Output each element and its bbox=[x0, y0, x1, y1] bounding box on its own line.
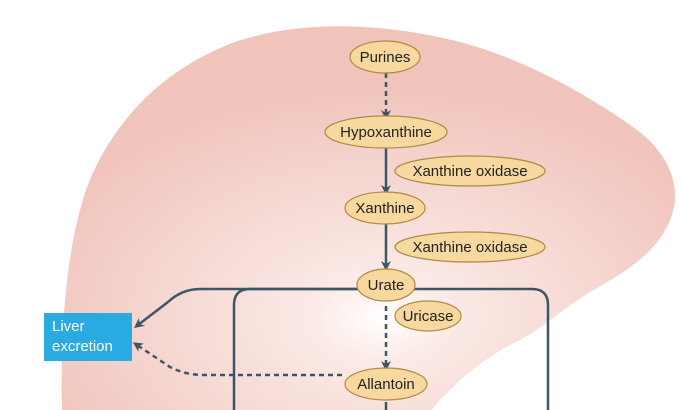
enzyme-uricase: Uricase bbox=[394, 300, 462, 332]
enzyme-xanthine-oxidase-2-label: Xanthine oxidase bbox=[412, 239, 527, 256]
node-urate: Urate bbox=[356, 268, 416, 302]
liver-excretion-line1: Liver bbox=[52, 318, 85, 335]
enzyme-xanthine-oxidase-2: Xanthine oxidase bbox=[394, 231, 546, 263]
node-purines-label: Purines bbox=[360, 49, 411, 66]
connector-right-loop bbox=[414, 287, 550, 410]
node-allantoin: Allantoin bbox=[344, 367, 428, 401]
node-hypoxanthine: Hypoxanthine bbox=[324, 115, 448, 149]
liver-excretion-label: Liver excretion bbox=[44, 313, 132, 361]
enzyme-uricase-label: Uricase bbox=[403, 308, 454, 325]
node-allantoin-label: Allantoin bbox=[357, 376, 415, 393]
node-purines: Purines bbox=[349, 40, 421, 74]
node-urate-label: Urate bbox=[368, 277, 405, 294]
node-xanthine-label: Xanthine bbox=[355, 200, 414, 217]
arrow-urate-excretion bbox=[134, 287, 358, 329]
liver-excretion-box bbox=[44, 313, 132, 361]
arrow-allantoin-excretion bbox=[132, 342, 342, 377]
enzyme-xanthine-oxidase-1-label: Xanthine oxidase bbox=[412, 163, 527, 180]
connector-left-loop bbox=[232, 287, 358, 410]
liver-excretion-line2: excretion bbox=[52, 338, 113, 355]
node-hypoxanthine-label: Hypoxanthine bbox=[340, 124, 432, 141]
node-xanthine: Xanthine bbox=[344, 191, 426, 225]
enzyme-xanthine-oxidase-1: Xanthine oxidase bbox=[394, 155, 546, 187]
